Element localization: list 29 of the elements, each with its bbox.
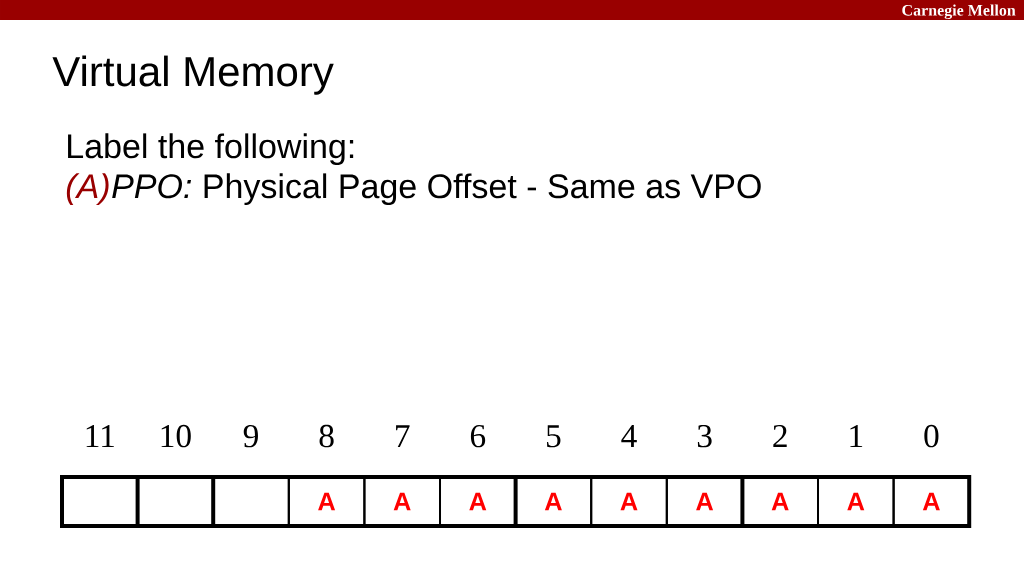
bit-cell: A xyxy=(892,476,971,527)
instruction-text: Label the following: xyxy=(68,133,354,166)
bit-number: 11 xyxy=(86,425,114,447)
bit-number: 5 xyxy=(547,425,561,448)
bit-cell: A xyxy=(817,476,895,527)
bit-cell: A xyxy=(287,476,366,527)
bit-number: 6 xyxy=(470,424,486,448)
bit-cell: A xyxy=(665,476,744,527)
option-label: (A) xyxy=(66,173,109,206)
bit-number: 10 xyxy=(161,424,191,448)
slide-title: Virtual Memory xyxy=(52,55,334,95)
bit-cell xyxy=(61,476,139,527)
bit-cell: A xyxy=(741,476,819,527)
bit-cell xyxy=(136,476,215,527)
bit-number: 0 xyxy=(924,424,939,448)
bit-cell xyxy=(212,476,290,527)
bit-number: 1 xyxy=(850,425,863,447)
bit-number: 4 xyxy=(621,425,637,447)
bit-cell: A xyxy=(363,476,441,527)
bit-cell: A xyxy=(439,476,517,527)
bit-cell: A xyxy=(590,476,668,527)
bit-cell: A xyxy=(514,476,593,527)
bit-number: 9 xyxy=(243,424,258,448)
bit-number: 2 xyxy=(773,424,787,447)
bit-number: 8 xyxy=(319,424,334,448)
bit-number: 3 xyxy=(697,424,712,448)
header-text: Carnegie Mellon xyxy=(902,4,1016,20)
bit-number: 7 xyxy=(396,425,410,447)
definition-text: PPO: Physical Page Offset - Same as VPO xyxy=(112,173,761,206)
